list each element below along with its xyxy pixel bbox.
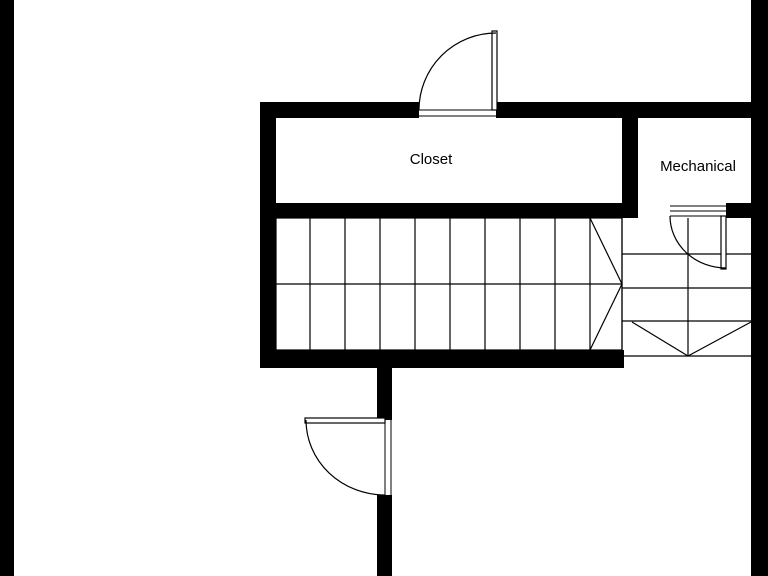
closet-door-swing: [418, 30, 498, 111]
stair-bottom-wall: [260, 350, 624, 368]
left-exterior-wall: [0, 0, 14, 576]
top-wall-left: [260, 102, 419, 118]
stair-run: [275, 217, 623, 351]
stair-landing: [621, 218, 752, 357]
hall-door-swing: [304, 417, 386, 496]
block-left-wall: [260, 102, 276, 368]
mechanical-door-swing: [669, 215, 727, 270]
hall-wall-lower: [377, 495, 392, 576]
mechanical-label: Mechanical: [660, 158, 736, 175]
closet-label: Closet: [410, 151, 453, 168]
hall-wall-upper: [377, 368, 392, 420]
mechanical-bottom-wall-right: [726, 203, 751, 218]
closet-mechanical-divider: [622, 102, 638, 218]
closet-bottom-wall: [260, 203, 638, 218]
right-exterior-wall: [751, 0, 768, 576]
